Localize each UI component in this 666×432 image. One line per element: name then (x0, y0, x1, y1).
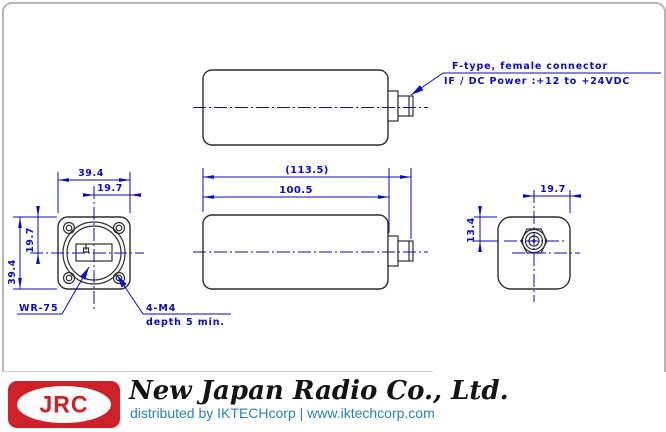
dim-flange-height: 39.4 (7, 259, 18, 285)
rear-view: 19.7 13.4 (466, 184, 581, 302)
screw-hole-inner (65, 274, 73, 282)
connector-barrel (397, 240, 414, 262)
waveguide-leader (17, 266, 90, 315)
dim-total-length: (113.5) (285, 165, 329, 176)
screw-hole (62, 221, 76, 235)
side-view-top (193, 69, 428, 146)
dim-flange-half-height: 19.7 (25, 227, 36, 253)
leader-line (410, 72, 661, 96)
flange-front-view: 39.4 19.7 39.4 19.7 (7, 168, 231, 328)
footer-divider (3, 371, 433, 372)
screw-hole-inner (65, 224, 73, 232)
waveguide-probe-tip (82, 247, 90, 253)
dim-body-length: 100.5 (279, 185, 313, 196)
dim-flange-width: 39.4 (78, 168, 104, 179)
connector-note-line1: F-type, female connector (452, 61, 608, 72)
distributor-line: distributed by IKTECHcorp | www.iktechco… (130, 405, 435, 421)
jrc-logo-text: JRC (39, 390, 89, 418)
connector-barrel (397, 95, 414, 117)
connector-note-line2: IF / DC Power :+12 to +24VDC (444, 76, 630, 87)
jrc-logo-ellipse: JRC (17, 386, 111, 423)
screw-hole (112, 221, 126, 235)
waveguide-label: WR-75 (19, 303, 58, 314)
dim-connector-offset: 13.4 (466, 217, 477, 243)
dim-rear-half-width: 19.7 (540, 184, 566, 195)
connector-nut (387, 235, 399, 267)
screw-hole (62, 271, 76, 285)
screws-leader (116, 274, 231, 315)
extension-lines (474, 216, 500, 242)
side-view-dimensioned: (113.5) 100.5 (193, 165, 428, 290)
company-name: New Japan Radio Co., Ltd. (129, 376, 509, 406)
connector-nut (387, 90, 399, 122)
screws-depth-label: depth 5 min. (146, 317, 225, 328)
screw-hole-inner (115, 224, 123, 232)
screws-label: 4-M4 (146, 303, 176, 314)
jrc-logo: JRC (8, 381, 120, 428)
dim-flange-half-width: 19.7 (97, 183, 123, 194)
footer: JRC New Japan Radio Co., Ltd. distribute… (0, 372, 666, 432)
connector-annotation: F-type, female connector IF / DC Power :… (410, 61, 661, 96)
technical-drawing: F-type, female connector IF / DC Power :… (7, 61, 661, 328)
